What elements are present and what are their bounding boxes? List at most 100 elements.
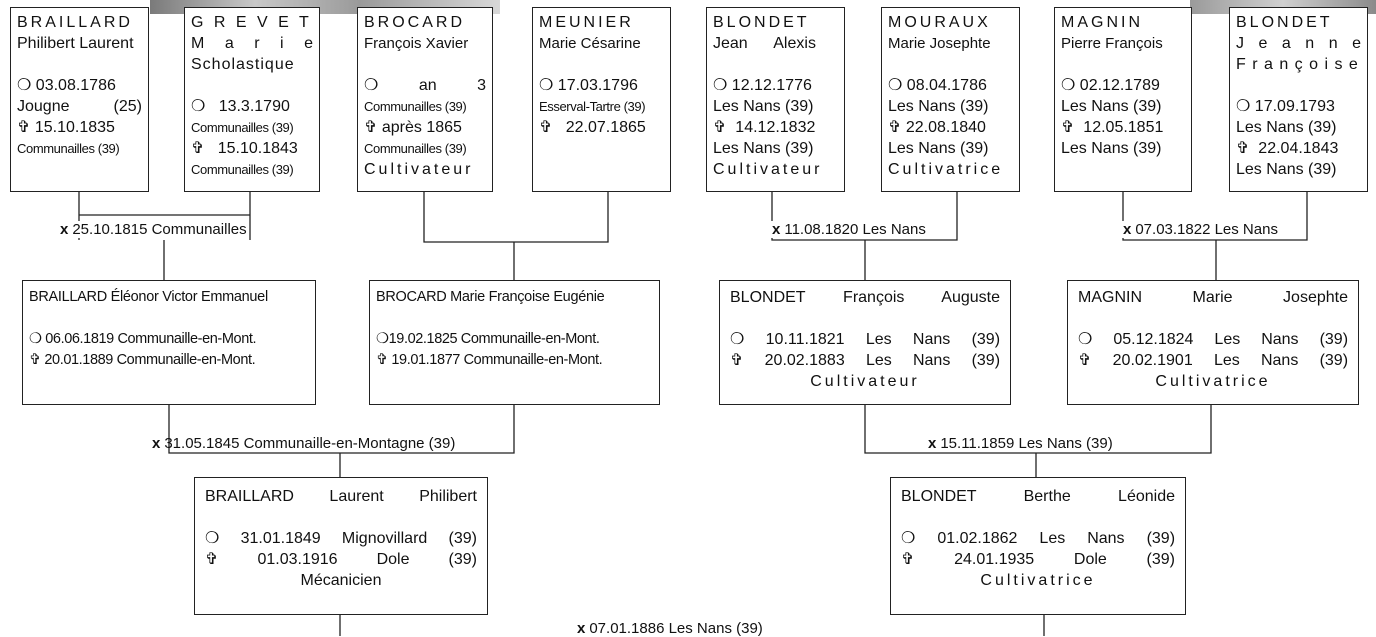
given-names: Pierre François	[1061, 35, 1163, 52]
birth-icon: ❍	[17, 77, 32, 94]
given-names: Jean Alexis	[713, 35, 816, 52]
person-box-blondet-jean: BLONDET Jean Alexis ❍ 12.12.1776 Les Nan…	[706, 7, 845, 192]
person-box-braillard-philibert: BRAILLARD Philibert Laurent ❍ 03.08.1786…	[10, 7, 149, 192]
given-name-2: Josephte	[1283, 289, 1348, 306]
birth-icon: ❍	[376, 331, 389, 347]
surname: BLONDET	[713, 14, 810, 31]
death-date: 01.03.1916	[257, 551, 338, 568]
death-icon: ✞	[376, 352, 388, 368]
surname: BLONDET	[730, 289, 806, 306]
birth-icon: ❍	[1236, 98, 1251, 115]
birth-place: Communailles (39)	[191, 120, 294, 135]
death-icon: ✞	[1061, 119, 1075, 136]
birth-info: 19.02.1825 Communaille-en-Mont.	[388, 331, 600, 347]
surname: BLONDET	[901, 488, 977, 505]
birth-date: 10.11.1821	[765, 331, 845, 348]
given-name-2: Léonide	[1118, 488, 1175, 505]
death-place: Les Nans	[865, 352, 951, 369]
death-date: 12.05.1851	[1083, 119, 1164, 136]
marriage-symbol: x	[577, 620, 586, 637]
birth-date: 17.09.1793	[1254, 98, 1335, 115]
marriage-symbol: x	[60, 221, 69, 238]
birth-date: an 3	[418, 77, 486, 94]
death-icon: ✞	[730, 352, 744, 369]
birth-icon: ❍	[713, 77, 728, 94]
death-info: 19.01.1877 Communaille-en-Mont.	[391, 352, 603, 368]
death-dept: (39)	[1146, 551, 1175, 568]
birth-dept: (39)	[971, 331, 1001, 348]
given-names: François Xavier	[364, 35, 469, 52]
birth-place: Les Nans (39)	[713, 98, 814, 115]
death-place: Les Nans	[1213, 352, 1299, 369]
person-box-brocard-marie: BROCARD Marie Françoise Eugénie ❍19.02.1…	[369, 280, 660, 405]
given-name-1: Marie	[1192, 289, 1233, 306]
death-icon: ✞	[364, 119, 378, 136]
birth-date: 08.04.1786	[906, 77, 987, 94]
given-names: Philibert Laurent	[17, 35, 134, 52]
death-date: 22.04.1843	[1258, 140, 1339, 157]
birth-place: Communailles (39)	[364, 99, 467, 114]
death-place: Communailles (39)	[364, 141, 467, 156]
marriage-symbol: x	[928, 435, 937, 452]
given-names-2: F r a n ç o i s e	[1236, 56, 1359, 73]
death-place: Communailles (39)	[17, 141, 120, 156]
person-box-mouraux-marie: MOURAUX Marie Josephte ❍ 08.04.1786 Les …	[881, 7, 1020, 192]
occupation: Cultivateur	[713, 161, 823, 178]
death-date: 22.08.1840	[905, 119, 986, 136]
surname: BRAILLARD	[205, 488, 294, 505]
person-box-blondet-francois: BLONDET François Auguste ❍ 10.11.1821 Le…	[719, 280, 1011, 405]
birth-icon: ❍	[205, 530, 220, 547]
birth-icon: ❍	[888, 77, 903, 94]
full-name: BRAILLARD Éléonor Victor Emmanuel	[29, 289, 268, 305]
death-icon: ✞	[1078, 352, 1092, 369]
birth-icon: ❍	[364, 77, 379, 94]
death-icon: ✞	[539, 119, 553, 136]
birth-date: 13.3.1790	[218, 98, 290, 115]
surname: MOURAUX	[888, 14, 991, 31]
given-name-1: Laurent	[329, 488, 384, 505]
birth-dept: (39)	[1319, 331, 1349, 348]
marriage-symbol: x	[152, 435, 161, 452]
birth-date: 03.08.1786	[35, 77, 116, 94]
birth-icon: ❍	[191, 98, 206, 115]
death-place: Les Nans (39)	[713, 140, 814, 157]
person-box-blondet-jeanne: BLONDET J e a n n e F r a n ç o i s e ❍ …	[1229, 7, 1368, 192]
birth-place: Jougne	[17, 98, 70, 115]
person-box-braillard-laurent: BRAILLARD Laurent Philibert ❍ 31.01.1849…	[194, 477, 488, 615]
death-date: 15.10.1843	[217, 140, 298, 157]
given-names: M a r i e	[191, 35, 313, 52]
birth-date: 02.12.1789	[1079, 77, 1160, 94]
marriage-symbol: x	[1123, 221, 1132, 238]
death-date: après 1865	[381, 119, 462, 136]
death-place: Dole	[376, 551, 410, 568]
death-info: 20.01.1889 Communaille-en-Mont.	[44, 352, 256, 368]
person-box-brocard-francois: BROCARD François Xavier ❍ an 3 Communail…	[357, 7, 493, 192]
death-date: 14.12.1832	[735, 119, 816, 136]
death-icon: ✞	[1236, 140, 1250, 157]
death-date: 15.10.1835	[34, 119, 115, 136]
marriage-symbol: x	[772, 221, 781, 238]
surname: BRAILLARD	[17, 14, 133, 31]
death-date: 24.01.1935	[954, 551, 1035, 568]
death-place: Communailles (39)	[191, 162, 294, 177]
death-dept: (39)	[448, 551, 477, 568]
birth-date: 12.12.1776	[731, 77, 812, 94]
person-box-magnin-marie: MAGNIN Marie Josephte ❍ 05.12.1824 Les N…	[1067, 280, 1359, 405]
marriage-text: 31.05.1845 Communaille-en-Montagne (39)	[164, 435, 456, 452]
birth-date: 17.03.1796	[557, 77, 638, 94]
person-box-braillard-eleonor: BRAILLARD Éléonor Victor Emmanuel ❍ 06.0…	[22, 280, 316, 405]
birth-place: Les Nans (39)	[888, 98, 989, 115]
person-box-meunier-marie: MEUNIER Marie Césarine ❍ 17.03.1796 Esse…	[532, 7, 671, 192]
death-place: Les Nans (39)	[1061, 140, 1162, 157]
birth-icon: ❍	[1061, 77, 1076, 94]
death-icon: ✞	[888, 119, 902, 136]
death-icon: ✞	[713, 119, 727, 136]
birth-dept: (39)	[1146, 530, 1176, 547]
death-icon: ✞	[17, 119, 31, 136]
given-name-2: Philibert	[419, 488, 477, 505]
birth-icon: ❍	[29, 331, 42, 347]
death-date: 20.02.1901	[1112, 352, 1193, 369]
